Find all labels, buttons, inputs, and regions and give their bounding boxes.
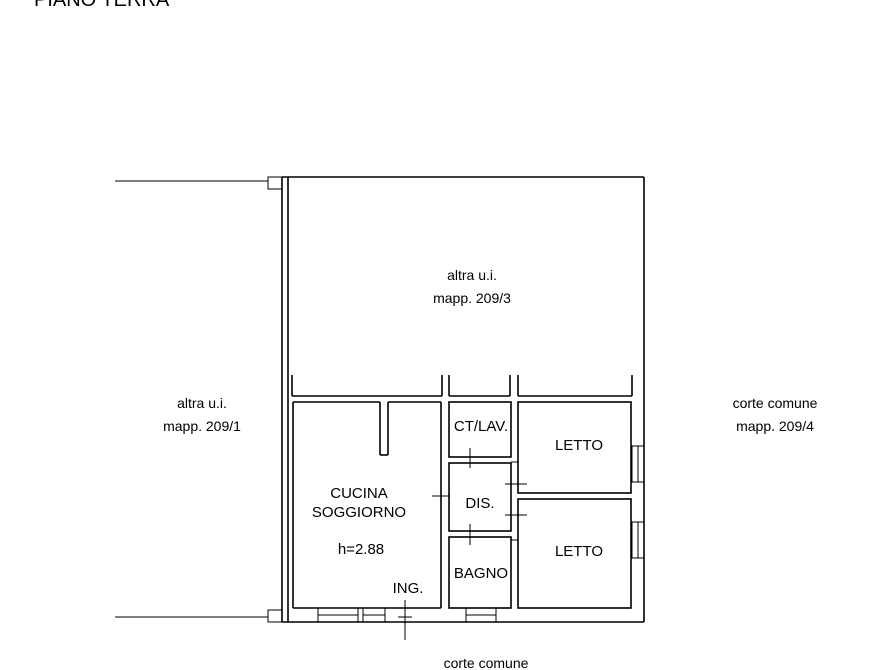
cucina-label: CUCINA [330, 485, 388, 502]
bagno-label: BAGNO [454, 565, 508, 582]
east-court-label: corte comune [733, 395, 818, 411]
east-court-mapp: mapp. 209/4 [736, 418, 814, 434]
north-unit-mapp: mapp. 209/3 [433, 290, 511, 306]
height-label: h=2.88 [338, 541, 384, 558]
south-court-label: corte comune [444, 655, 529, 670]
south-openings [317, 600, 497, 640]
soggiorno-label: SOGGIORNO [312, 504, 406, 521]
west-boundary [115, 176, 283, 623]
letto-2-label: LETTO [555, 543, 603, 560]
letto-1-label: LETTO [555, 437, 603, 454]
west-unit-label: altra u.i. [177, 395, 227, 411]
north-unit-label: altra u.i. [447, 267, 497, 283]
room-ct-lav [448, 401, 512, 468]
east-windows [631, 445, 645, 559]
room-dis [448, 462, 527, 545]
entrance-label: ING. [393, 580, 424, 597]
dis-label: DIS. [465, 495, 494, 512]
room-letto-1 [511, 401, 632, 494]
west-unit-mapp: mapp. 209/1 [163, 418, 241, 434]
room-letto-2 [511, 498, 632, 609]
north-partition [291, 375, 633, 397]
ct-lav-label: CT/LAV. [454, 418, 508, 435]
plan-title: PIANO TERRA [34, 0, 170, 11]
